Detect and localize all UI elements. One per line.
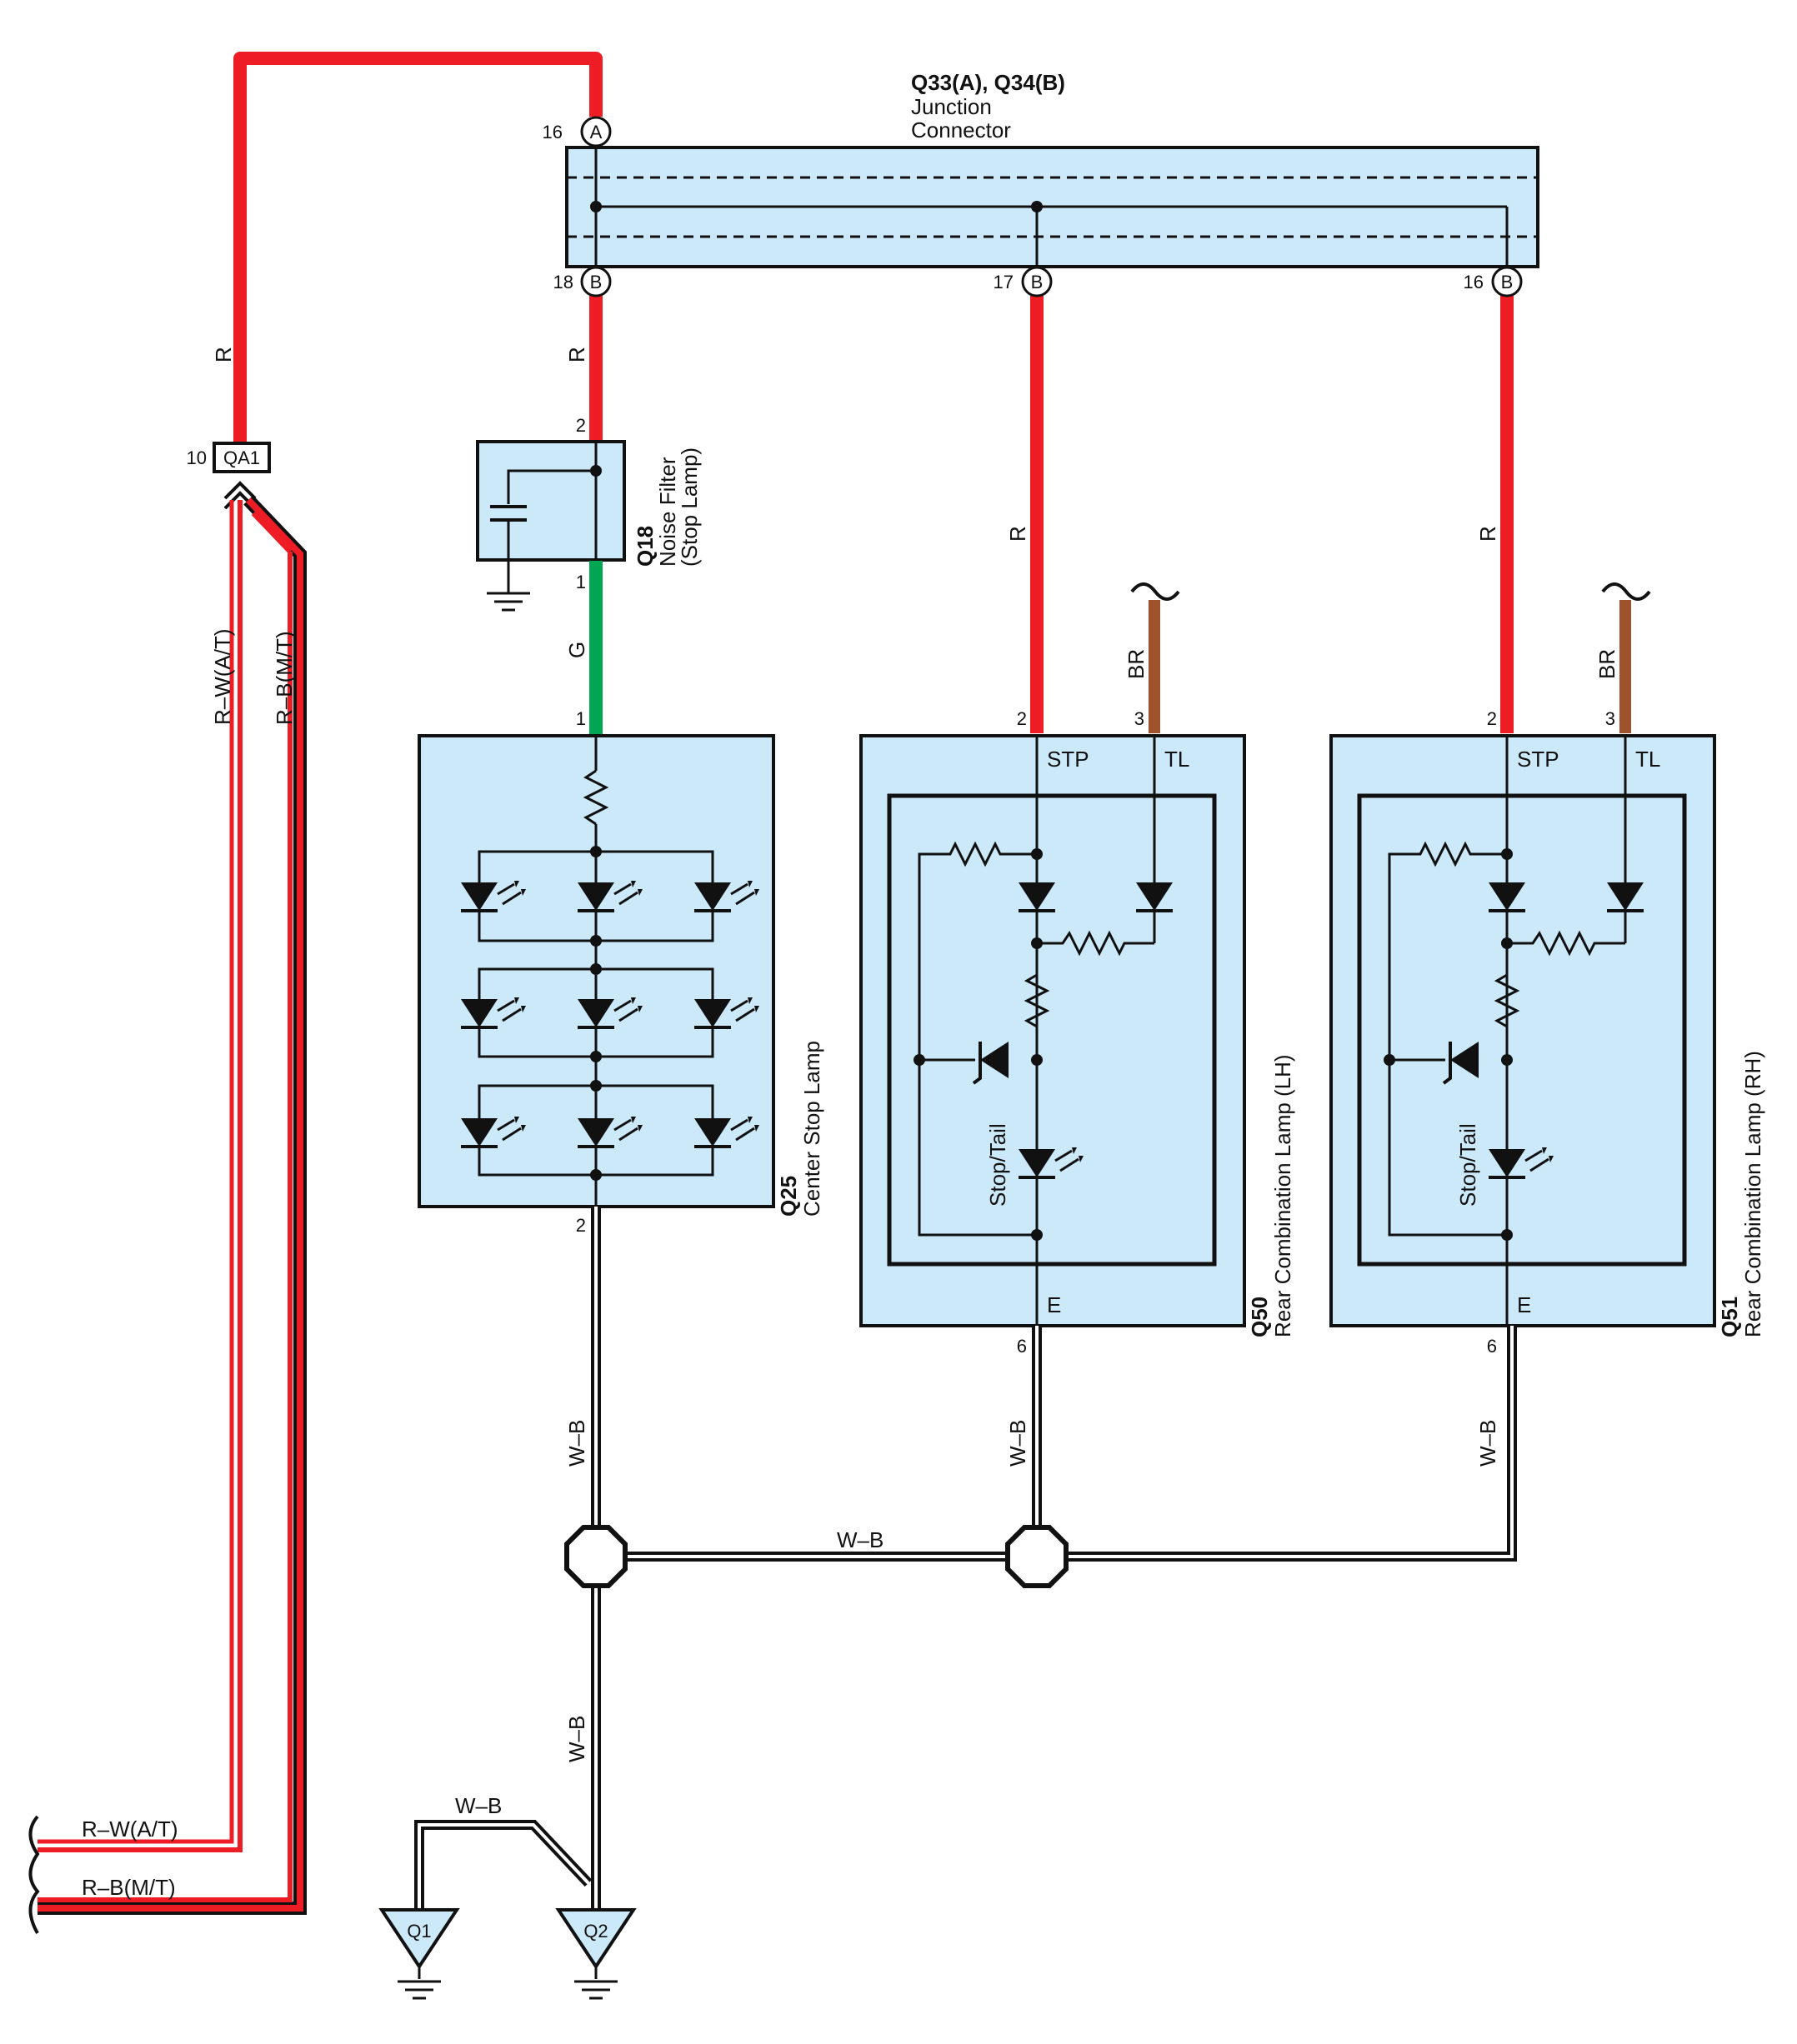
svg-text:QA1: QA1 [223, 447, 260, 468]
wire-label-wb-lh: W–B [1005, 1420, 1030, 1467]
wire-label-r-filter: R [564, 347, 589, 362]
ground-q1-label: Q1 [407, 1921, 431, 1942]
center-pin-top: 1 [576, 708, 586, 729]
wire-label-rb-vertical: R–B(M/T) [272, 631, 297, 725]
ground-q2-label: Q2 [583, 1921, 608, 1942]
rear-combination-lamp-rh [1329, 734, 1716, 1327]
harness-rw-rb [28, 495, 307, 1934]
wire-label-rb-horizontal: R–B(M/T) [82, 1875, 176, 1900]
lh-id: Q50 [1247, 1297, 1272, 1337]
lh-pin-tl: 3 [1134, 708, 1144, 729]
junction-name-line2: Connector [911, 117, 1011, 142]
lh-pin-e: 6 [1017, 1336, 1027, 1357]
rh-id: Q51 [1717, 1297, 1742, 1337]
lh-label-tl: TL [1164, 747, 1189, 772]
wire-label-rw-horizontal: R–W(A/T) [82, 1817, 178, 1842]
filter-pin-bottom: 1 [576, 572, 586, 592]
lh-name: Rear Combination Lamp (LH) [1270, 1054, 1295, 1337]
junction-connector [565, 133, 1539, 282]
ground-q2 [555, 1908, 637, 2000]
wire-label-wb-rh: W–B [1475, 1420, 1500, 1467]
noise-filter-q18 [476, 440, 626, 612]
lh-label-stp: STP [1047, 747, 1089, 772]
brown-wires [1130, 582, 1651, 733]
wire-label-rw-vertical: R–W(A/T) [210, 628, 235, 725]
filter-name-line2: (Stop Lamp) [677, 447, 702, 567]
junction-pin-b16: B 16 [1464, 266, 1523, 297]
svg-text:B: B [1031, 272, 1044, 292]
wire-label-wb-center: W–B [564, 1420, 589, 1467]
wire-label-br-rh: BR [1594, 649, 1619, 679]
rh-label-stp: STP [1517, 747, 1559, 772]
ground-q1 [378, 1908, 460, 2000]
rh-label-tl: TL [1635, 747, 1660, 772]
center-name: Center Stop Lamp [799, 1041, 824, 1217]
center-id: Q25 [776, 1176, 801, 1217]
filter-id: Q18 [633, 526, 658, 567]
junction-id: Q33(A), Q34(B) [911, 70, 1065, 95]
filter-pin-top: 2 [576, 415, 586, 436]
junction-pin-b18: B 18 [553, 266, 612, 297]
rh-name: Rear Combination Lamp (RH) [1740, 1051, 1765, 1337]
svg-text:10: 10 [187, 447, 207, 468]
svg-text:17: 17 [994, 272, 1014, 292]
red-wires [233, 52, 1514, 733]
wire-label-g: G [564, 642, 589, 658]
rh-label-e: E [1517, 1292, 1531, 1317]
wire-label-wb-q1: W–B [455, 1793, 502, 1818]
svg-text:16: 16 [543, 122, 563, 142]
wb-ground-wires [414, 1207, 1517, 1908]
wire-label-r-lh: R [1005, 526, 1030, 542]
svg-text:16: 16 [1464, 272, 1484, 292]
junction-name-line1: Junction [911, 94, 992, 119]
junction-pin-a16: A 16 [543, 116, 612, 147]
lh-label-e: E [1047, 1292, 1061, 1317]
rear-combination-lamp-lh [859, 734, 1246, 1327]
wire-label-r-left: R [211, 347, 236, 362]
wire-label-wb-horizontal: W–B [837, 1527, 883, 1552]
rh-pin-e: 6 [1487, 1336, 1497, 1357]
rh-label-led: Stop/Tail [1455, 1123, 1480, 1207]
wire-label-br-lh: BR [1124, 649, 1149, 679]
svg-text:18: 18 [553, 272, 573, 292]
connector-qa1: QA1 10 [187, 442, 271, 510]
rh-pin-stp: 2 [1487, 708, 1497, 729]
wire-label-wb-lower: W–B [564, 1716, 589, 1762]
filter-name-line1: Noise Filter [655, 457, 680, 567]
svg-text:A: A [590, 122, 603, 142]
svg-text:B: B [590, 272, 603, 292]
wire-label-r-rh: R [1475, 526, 1500, 542]
junction-pin-b17: B 17 [994, 266, 1053, 297]
center-pin-bottom: 2 [576, 1215, 586, 1236]
lh-pin-stp: 2 [1017, 708, 1027, 729]
svg-text:B: B [1501, 272, 1514, 292]
rh-pin-tl: 3 [1605, 708, 1615, 729]
center-stop-lamp-q25 [418, 734, 775, 1208]
lh-label-led: Stop/Tail [985, 1123, 1010, 1207]
